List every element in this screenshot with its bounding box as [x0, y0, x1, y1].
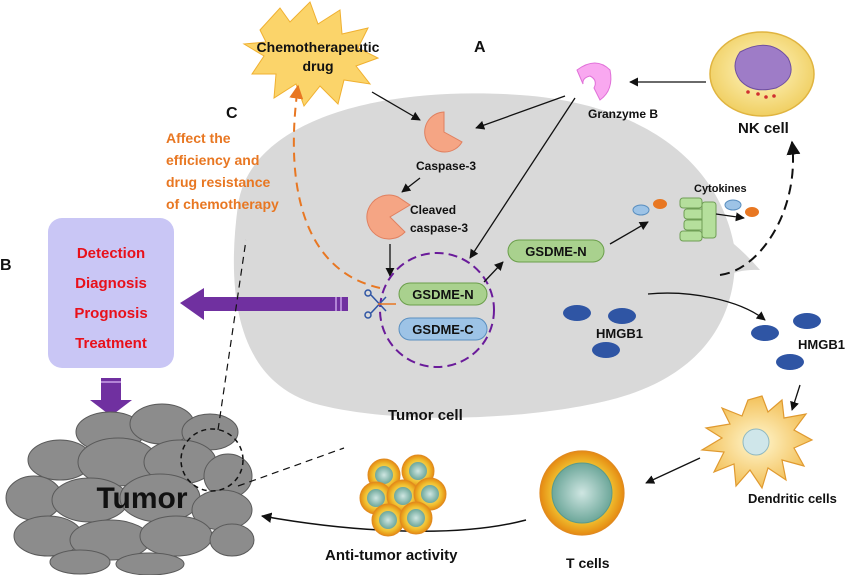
- dendritic-label: Dendritic cells: [748, 491, 837, 506]
- gsdme-n-membrane-label: GSDME-N: [525, 244, 586, 259]
- gsdme-n-pill: [398, 282, 488, 306]
- tumor-cell: [233, 93, 760, 418]
- caspase-cleave-arrow: [401, 177, 421, 193]
- tumor-mass: [5, 403, 255, 575]
- granzyme-to-caspase-arrow: [475, 95, 566, 130]
- nk-cell-label: NK cell: [738, 120, 789, 137]
- cleaved-label-line1: Cleaved: [410, 203, 456, 217]
- cytokine-dot-orange-out: [745, 207, 759, 217]
- gsdme-c-pill: [398, 317, 488, 341]
- purple-arrow-left: [180, 288, 348, 320]
- gsdme-to-pore-arrow: [609, 221, 649, 245]
- chemo-effect-line2: efficiency and: [166, 152, 259, 168]
- gsdme-n-label: GSDME-N: [412, 287, 473, 302]
- zoom-line-lower: [237, 447, 345, 487]
- nk-cell: [709, 31, 815, 117]
- cytokine-dot-orange-in: [653, 199, 667, 209]
- t-cell: [539, 450, 625, 536]
- hmgb1-release-arrow: [647, 292, 766, 321]
- chemo-drug-starburst: [242, 1, 380, 108]
- gsdme-n-release-arrow: [483, 261, 504, 283]
- drug-label-line1: Chemotherapeutic: [257, 39, 380, 55]
- chemo-effect-text: Affect the efficiency and drug resistanc…: [166, 130, 279, 212]
- chemo-effect-line4: of chemotherapy: [166, 196, 279, 212]
- cytokine-dot-blue-in: [632, 204, 650, 216]
- hmgb1-inside-label: HMGB1: [596, 326, 643, 341]
- hmgb1-inside: [563, 305, 636, 358]
- chemo-effect-arrow: [289, 84, 381, 289]
- purple-arrow-down: [90, 378, 132, 416]
- cleaved-label-line2: caspase-3: [410, 221, 468, 235]
- granzyme-to-gsdme-arrow: [469, 97, 576, 259]
- cytokine-dot-blue-out: [724, 199, 742, 211]
- dc-to-tcell-arrow: [645, 457, 701, 484]
- t-cell-cluster: [359, 454, 447, 537]
- gsdme-n-membrane-pill: [507, 239, 605, 263]
- drug-label-line2: drug: [302, 58, 333, 74]
- dendritic-cell: [700, 395, 814, 490]
- cytokines-label: Cytokines: [694, 183, 747, 195]
- tumor-label: Tumor: [96, 482, 187, 515]
- clinical-treatment: Treatment: [75, 335, 147, 352]
- caspase3-shape: [424, 111, 463, 153]
- tumor-zoom-circle: [180, 428, 244, 492]
- clinical-diagnosis: Diagnosis: [75, 275, 147, 292]
- panel-label-b: B: [0, 257, 12, 274]
- hmgb1-to-dc-arrow: [790, 384, 801, 411]
- clinical-prognosis: Prognosis: [74, 305, 147, 322]
- caspase3-label: Caspase-3: [416, 159, 476, 173]
- gsdme-pore-circle: [379, 252, 495, 368]
- panel-label-a: A: [474, 39, 486, 56]
- anti-tumor-label: Anti-tumor activity: [325, 547, 458, 564]
- t-cells-label: T cells: [566, 555, 610, 571]
- membrane-pore: [679, 197, 717, 242]
- clinical-detection: Detection: [77, 245, 145, 262]
- scissors-icon: [364, 289, 387, 319]
- hmgb1-outside-label: HMGB1: [798, 337, 845, 352]
- panel-label-c: C: [226, 105, 238, 122]
- gsdme-c-label: GSDME-C: [412, 322, 474, 337]
- drug-to-caspase-arrow: [371, 91, 421, 121]
- hmgb1-outside: [751, 313, 821, 370]
- tumor-cell-label: Tumor cell: [388, 407, 463, 424]
- chemo-effect-line1: Affect the: [166, 130, 231, 146]
- granzyme-b-shape: [576, 62, 612, 101]
- zoom-line-upper: [217, 239, 247, 431]
- cytokine-to-nk-arrow: [719, 140, 801, 276]
- granzyme-label: Granzyme B: [588, 107, 658, 121]
- cleaved-caspase3-shape: [366, 194, 411, 240]
- cytokine-release-arrow: [715, 212, 745, 222]
- chemo-effect-line3: drug resistance: [166, 174, 270, 190]
- clinical-box: Detection Diagnosis Prognosis Treatment: [48, 218, 174, 368]
